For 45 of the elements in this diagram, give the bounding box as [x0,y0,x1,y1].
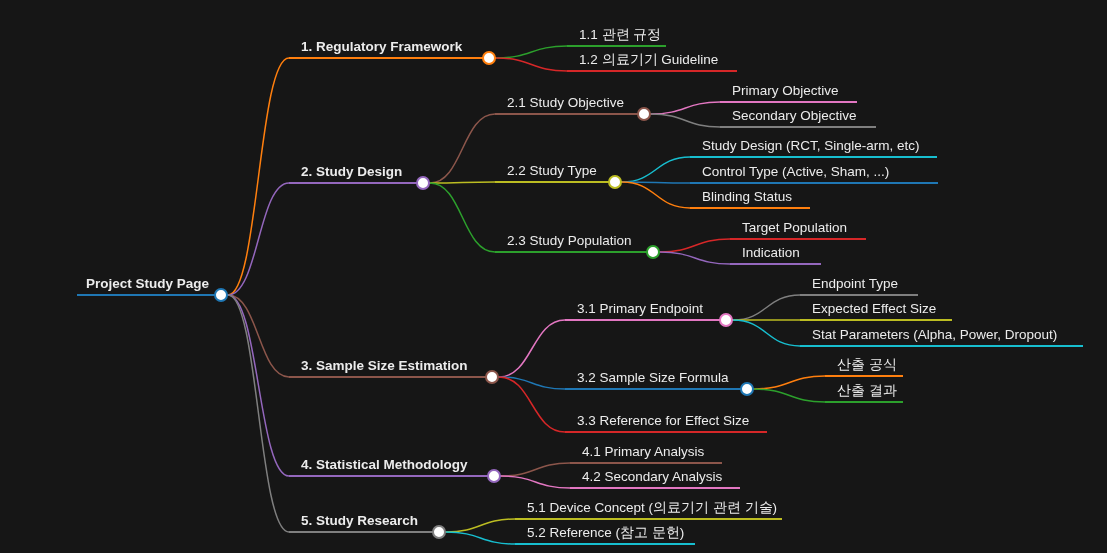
topic-label: Primary Objective [732,83,839,99]
topic-label: Target Population [742,220,848,236]
topic-label: 4.1 Primary Analysis [582,444,705,460]
topic-label: 1. Regulatory Framework [301,39,463,55]
topic-label: Secondary Objective [732,108,857,124]
connector-curve [227,182,290,296]
topic-label: 2.2 Study Type [507,163,597,179]
topic-label: 2.1 Study Objective [507,95,625,111]
topic-label: 5.1 Device Concept (의료기기 관련 기술) [527,500,778,516]
connector-curve [429,181,496,184]
connector-curve [429,182,496,253]
topic-label: 산출 공식 [837,357,897,373]
connector-curve [732,319,801,347]
topic-label: Study Design (RCT, Single-arm, etc) [702,138,920,154]
topic-label: 4. Statistical Methodology [301,457,468,473]
topic-label: 3.2 Sample Size Formula [577,370,729,386]
connector-curve [495,57,568,72]
connector-curve [621,181,691,209]
connector-curve [500,475,571,489]
connector-curve [753,388,826,403]
topic-label: 2.3 Study Population [507,233,632,249]
topic-label: Project Study Page [86,276,210,292]
topic-label: 1.1 관련 규정 [579,27,662,43]
topic-label: 3.3 Reference for Effect Size [577,413,750,429]
topic-label: 2. Study Design [301,164,403,180]
topic-label: 4.2 Secondary Analysis [582,469,723,485]
topic-label: Indication [742,245,800,261]
topic-label: Blinding Status [702,189,793,205]
connector-curve [659,251,731,265]
connector-curve [498,376,566,433]
topic-label: Expected Effect Size [812,301,937,317]
connector-curve [498,376,566,390]
topic-label: 5. Study Research [301,513,419,529]
topic-label: 5.2 Reference (참고 문헌) [527,525,685,541]
connector-curve [227,294,290,477]
topic-label: 1.2 의료기기 Guideline [579,52,719,68]
topic-label: Control Type (Active, Sham, ...) [702,164,890,180]
topic-label: Stat Parameters (Alpha, Power, Dropout) [812,327,1058,343]
topic-label: Endpoint Type [812,276,899,292]
topic-label: 3.1 Primary Endpoint [577,301,704,317]
topic-label: 3. Sample Size Estimation [301,358,468,374]
connector-curve [227,294,290,533]
connector-curve [445,531,516,545]
topic-label: 산출 결과 [837,383,897,399]
connector-curve [650,113,721,128]
